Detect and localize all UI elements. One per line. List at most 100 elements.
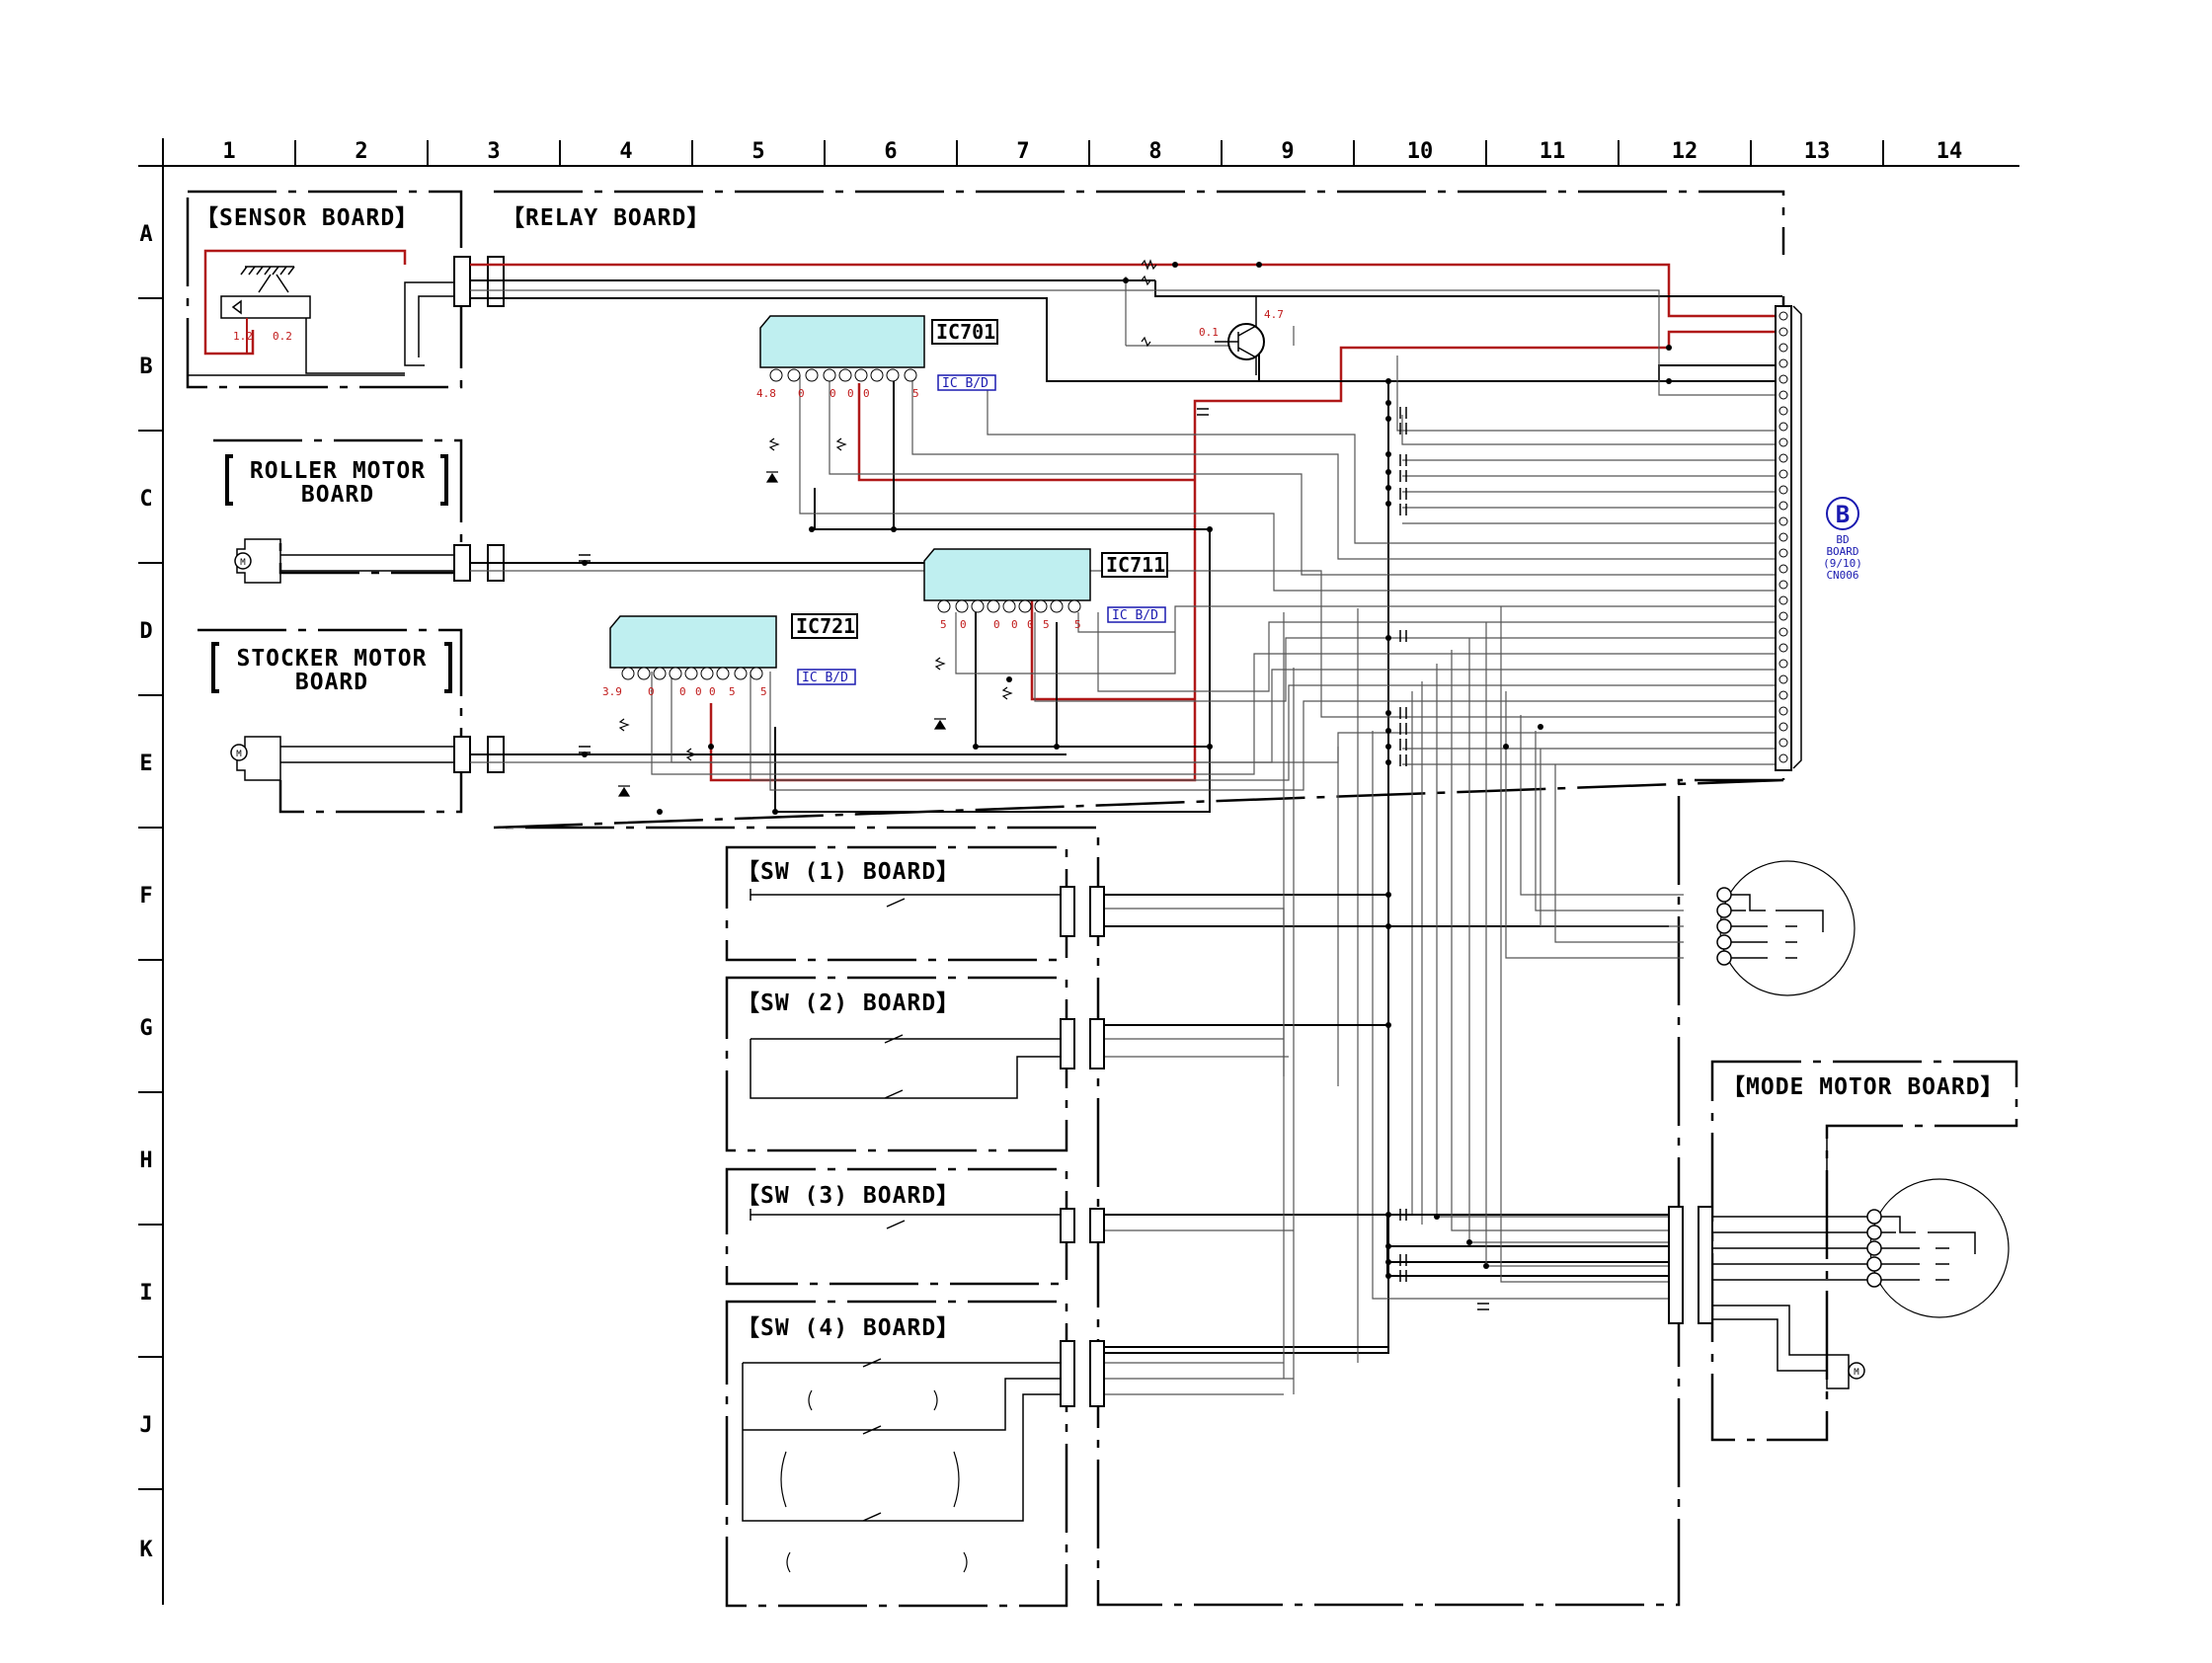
- svg-text:M: M: [1854, 1368, 1859, 1378]
- svg-text:IC B/D: IC B/D: [802, 671, 848, 685]
- svg-text:IC711: IC711: [1106, 553, 1165, 577]
- row-label: B: [139, 355, 152, 379]
- row-label: I: [139, 1281, 152, 1306]
- sw4-brackets: [780, 1389, 968, 1573]
- column-label: 10: [1407, 139, 1434, 164]
- sw3-board-outline: [725, 1167, 1068, 1286]
- column-label: 7: [1016, 139, 1029, 164]
- row-label: A: [139, 222, 152, 247]
- transistor: 0.1 4.7: [1199, 296, 1284, 375]
- row-label: G: [139, 1016, 152, 1041]
- svg-text:CN006: CN006: [1826, 569, 1858, 582]
- svg-text:M: M: [236, 750, 242, 759]
- cn006-connector: [1775, 305, 1802, 771]
- svg-text:(9/10): (9/10): [1823, 557, 1862, 570]
- grid-frame: [138, 138, 2019, 1605]
- svg-text:M: M: [240, 558, 246, 568]
- grid-column-labels: 1 2 3 4 5 6 7 8 9 10 11 12 13 14: [222, 139, 1962, 164]
- svg-text:0: 0: [830, 387, 836, 400]
- mode-motor: M: [1712, 1126, 1865, 1389]
- column-label: 1: [222, 139, 235, 164]
- stocker-motor-board-outline: [198, 628, 463, 814]
- ic721-voltages: 3.9 0 0 0 0 5 5: [602, 685, 767, 698]
- ic-pins: [621, 368, 1081, 680]
- sensor-voltage-b: 0.2: [273, 330, 292, 343]
- svg-text:STOCKER MOTOR: STOCKER MOTOR: [236, 646, 427, 672]
- row-label: E: [139, 752, 152, 776]
- svg-text:IC701: IC701: [936, 320, 995, 344]
- relay-black-wires: [470, 279, 1782, 1354]
- diodes: [617, 471, 947, 797]
- svg-text:BD: BD: [1836, 533, 1849, 546]
- transistor-base-voltage: 0.1: [1199, 326, 1219, 339]
- relay-thin-wires: [470, 277, 1782, 1363]
- capacitors: [579, 407, 1489, 1310]
- grid-row-labels: A B C D E F G H I J K: [139, 222, 153, 1562]
- sensor-board-label: 【SENSOR BOARD】: [196, 205, 419, 231]
- sw-connectors: [1060, 886, 1713, 1407]
- svg-text:0: 0: [863, 387, 870, 400]
- resistors: [618, 259, 1157, 761]
- svg-text:0: 0: [1011, 618, 1018, 631]
- svg-text:4.8: 4.8: [756, 387, 776, 400]
- ic701: IC701 IC B/D: [759, 315, 998, 391]
- roller-motor: M: [234, 538, 454, 584]
- column-label: 9: [1281, 139, 1294, 164]
- svg-text:IC721: IC721: [796, 614, 855, 638]
- rotary-switch-mode: [1712, 1178, 2010, 1318]
- sw3-board-label: 【SW (3) BOARD】: [737, 1183, 960, 1209]
- svg-text:5: 5: [912, 387, 919, 400]
- ic711-voltages: 5 0 0 0 0 5 5: [940, 618, 1081, 631]
- row-label: H: [139, 1148, 152, 1173]
- svg-text:0: 0: [679, 685, 686, 698]
- svg-text:BOARD: BOARD: [1826, 545, 1858, 558]
- sw-internal-wiring: [742, 889, 1061, 1522]
- svg-text:0: 0: [1027, 618, 1034, 631]
- roller-motor-board-label: ROLLER MOTOR BOARD: [225, 454, 448, 508]
- sw2-board-outline: [725, 976, 1068, 1152]
- row-label: K: [139, 1538, 153, 1562]
- svg-text:5: 5: [760, 685, 767, 698]
- sensor-wires: [188, 281, 461, 376]
- svg-text:0: 0: [993, 618, 1000, 631]
- row-label: J: [139, 1413, 152, 1438]
- sw2-board-label: 【SW (2) BOARD】: [737, 990, 960, 1016]
- svg-text:5: 5: [729, 685, 736, 698]
- connectors-left: [453, 256, 505, 773]
- svg-text:BOARD: BOARD: [295, 670, 368, 695]
- sensor-voltage-a: 1.2: [233, 330, 253, 343]
- sw4-board-outline: [725, 1300, 1068, 1608]
- ic701-voltages: 4.8 0 0 0 0 5: [756, 387, 919, 400]
- column-label: 11: [1540, 139, 1566, 164]
- svg-text:5: 5: [1043, 618, 1050, 631]
- junction-dots: [582, 262, 1785, 1279]
- svg-text:IC B/D: IC B/D: [1112, 608, 1158, 623]
- relay-board-label: 【RELAY BOARD】: [502, 205, 710, 231]
- svg-text:5: 5: [1074, 618, 1081, 631]
- sensor-circuit: [220, 266, 311, 354]
- column-label: 2: [355, 139, 367, 164]
- mode-motor-board-label: 【MODE MOTOR BOARD】: [1722, 1074, 2005, 1100]
- column-label: 13: [1804, 139, 1831, 164]
- svg-text:B: B: [1836, 501, 1850, 528]
- board-reference-b: B BD BOARD (9/10) CN006: [1823, 497, 1862, 582]
- row-label: C: [139, 487, 152, 512]
- sw-thin-wires: [1090, 606, 1684, 1395]
- mode-motor-board-outline: [1710, 1060, 2018, 1442]
- sw1-board-outline: [725, 845, 1068, 962]
- sensor-red-wire: [203, 249, 407, 356]
- stocker-motor-board-label: STOCKER MOTOR BOARD: [211, 642, 452, 695]
- stocker-motor: M: [230, 736, 454, 781]
- sw-bus-wires: [1090, 894, 1669, 1348]
- svg-text:0: 0: [709, 685, 716, 698]
- row-label: D: [139, 619, 152, 644]
- sw4-board-label: 【SW (4) BOARD】: [737, 1315, 960, 1341]
- svg-text:ROLLER MOTOR: ROLLER MOTOR: [250, 458, 426, 484]
- svg-text:0: 0: [695, 685, 702, 698]
- svg-text:IC B/D: IC B/D: [942, 376, 988, 391]
- column-label: 4: [619, 139, 632, 164]
- svg-text:5: 5: [940, 618, 947, 631]
- column-label: 8: [1148, 139, 1161, 164]
- sw1-board-label: 【SW (1) BOARD】: [737, 859, 960, 885]
